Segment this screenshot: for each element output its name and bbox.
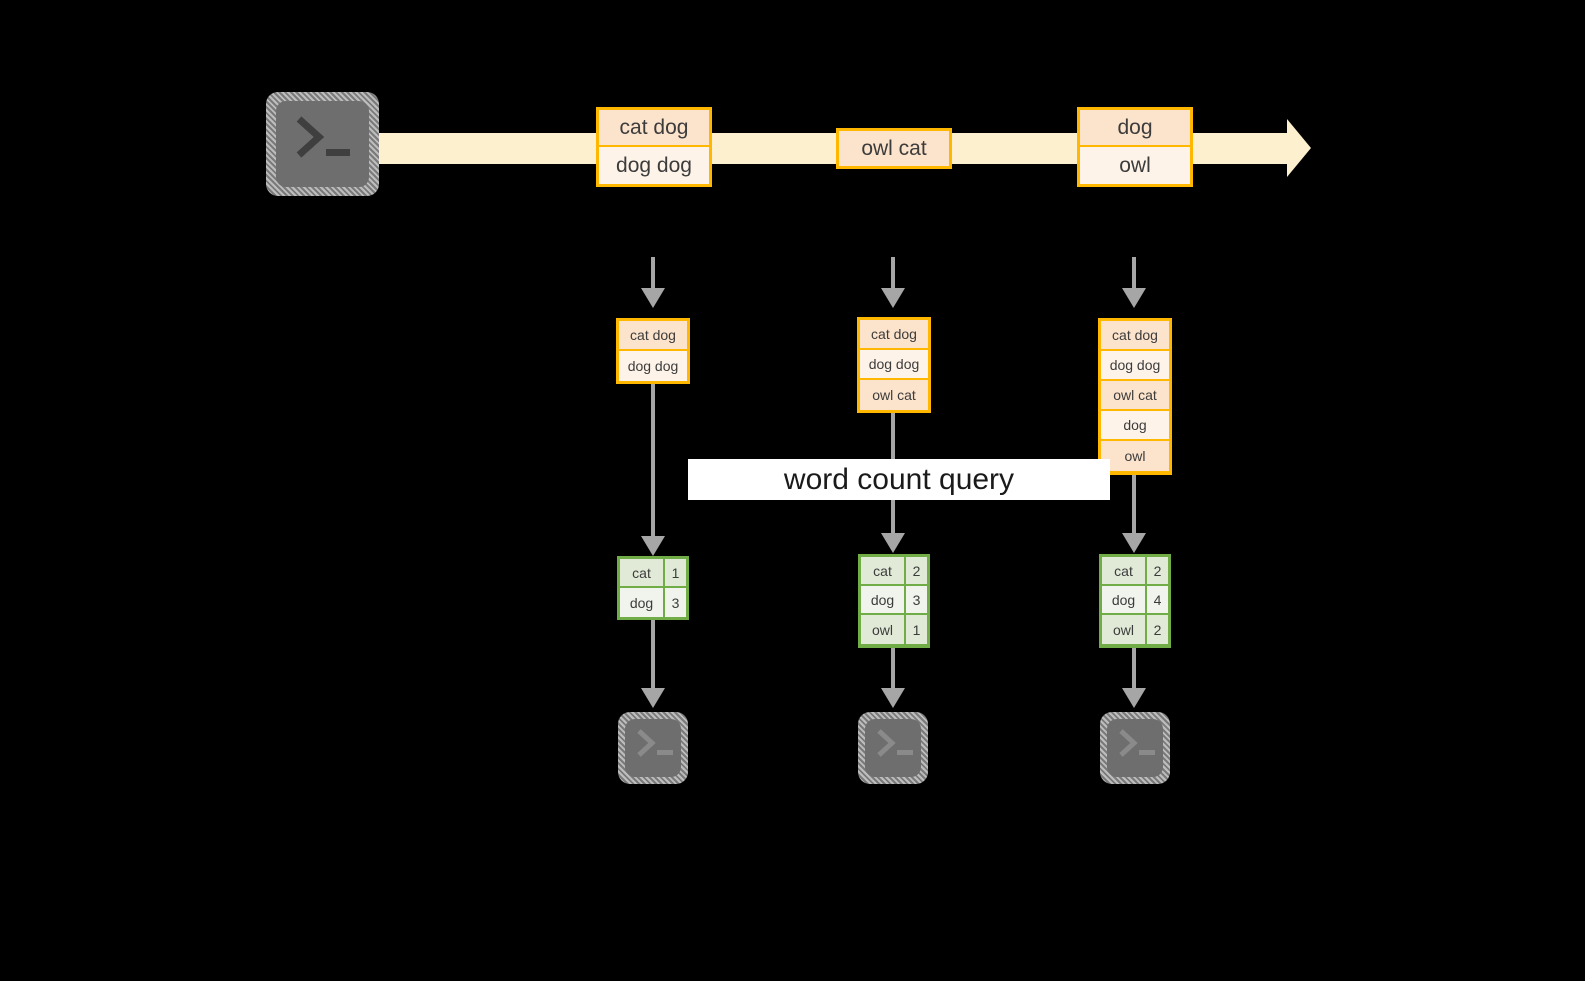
count-cell: 3 — [906, 586, 927, 613]
table-row: dog 3 — [620, 588, 686, 617]
message-line: owl — [1080, 147, 1190, 184]
snapshot-2-count-table: cat 2 dog 3 owl 1 — [858, 554, 930, 648]
snapshot-2-consumer-terminal-icon — [858, 712, 928, 784]
word-cell: cat — [1102, 557, 1147, 584]
snapshot-3-query-arrowhead — [1122, 533, 1146, 553]
table-row: owl 2 — [1102, 615, 1168, 644]
snapshot-1-count-table: cat 1 dog 3 — [617, 556, 689, 620]
snapshot-3-dashed-connector — [1132, 257, 1136, 289]
word-cell: dog — [1102, 586, 1147, 613]
message-line: owl cat — [839, 131, 949, 166]
snapshot-1-consumer-terminal-icon — [618, 712, 688, 784]
word-cell: cat — [620, 559, 665, 586]
query-label: word count query — [688, 459, 1110, 500]
snapshot-1-query-connector — [651, 384, 655, 538]
message-line: dog — [1080, 110, 1190, 147]
snapshot-3-consumer-terminal-icon — [1100, 712, 1170, 784]
input-line: cat dog — [860, 320, 928, 350]
count-cell: 2 — [1147, 557, 1168, 584]
word-cell: owl — [861, 615, 906, 644]
icon-face — [625, 719, 681, 777]
snapshot-1-output-connector — [651, 620, 655, 690]
prompt-glyph-icon — [1119, 729, 1155, 757]
input-line: cat dog — [619, 321, 687, 351]
input-line: owl — [1101, 441, 1169, 471]
input-line: owl cat — [1101, 381, 1169, 411]
producer-terminal-icon — [266, 92, 379, 196]
input-line: dog dog — [860, 350, 928, 380]
prompt-glyph-icon — [296, 116, 350, 158]
snapshot-1-dashed-arrowhead — [641, 288, 665, 308]
word-cell: dog — [861, 586, 906, 613]
snapshot-3-query-connector — [1132, 475, 1136, 535]
input-line: cat dog — [1101, 321, 1169, 351]
icon-face — [865, 719, 921, 777]
table-row: cat 1 — [620, 559, 686, 588]
prompt-glyph-icon — [877, 729, 913, 757]
snapshot-1-output-arrowhead — [641, 688, 665, 708]
snapshot-1-query-arrowhead — [641, 536, 665, 556]
stream-message-group-1: cat dog dog dog — [596, 107, 712, 187]
snapshot-2-output-connector — [891, 648, 895, 690]
table-row: owl 1 — [861, 615, 927, 644]
snapshot-2-output-arrowhead — [881, 688, 905, 708]
snapshot-3-dashed-arrowhead — [1122, 288, 1146, 308]
count-cell: 1 — [906, 615, 927, 644]
snapshot-1-dashed-connector — [651, 257, 655, 289]
table-row: dog 3 — [861, 586, 927, 615]
stream-message-group-2: owl cat — [836, 128, 952, 169]
count-cell: 2 — [906, 557, 927, 584]
stream-message-group-3: dog owl — [1077, 107, 1193, 187]
input-line: dog dog — [619, 351, 687, 381]
snapshot-2-query-arrowhead — [881, 533, 905, 553]
table-row: dog 4 — [1102, 586, 1168, 615]
snapshot-2-dashed-arrowhead — [881, 288, 905, 308]
snapshot-3-count-table: cat 2 dog 4 owl 2 — [1099, 554, 1171, 648]
table-row: cat 2 — [1102, 557, 1168, 586]
word-cell: cat — [861, 557, 906, 584]
snapshot-2-input-box: cat dog dog dog owl cat — [857, 317, 931, 413]
snapshot-3-output-connector — [1132, 648, 1136, 690]
message-line: cat dog — [599, 110, 709, 147]
input-line: dog dog — [1101, 351, 1169, 381]
count-cell: 1 — [665, 559, 686, 586]
input-line: dog — [1101, 411, 1169, 441]
count-cell: 3 — [665, 588, 686, 617]
snapshot-2-dashed-connector — [891, 257, 895, 289]
count-cell: 2 — [1147, 615, 1168, 644]
icon-face — [276, 101, 369, 187]
snapshot-1-input-box: cat dog dog dog — [616, 318, 690, 384]
table-row: cat 2 — [861, 557, 927, 586]
snapshot-3-input-box: cat dog dog dog owl cat dog owl — [1098, 318, 1172, 475]
word-cell: owl — [1102, 615, 1147, 644]
prompt-glyph-icon — [637, 729, 673, 757]
icon-face — [1107, 719, 1163, 777]
message-line: dog dog — [599, 147, 709, 184]
input-line: owl cat — [860, 380, 928, 410]
word-cell: dog — [620, 588, 665, 617]
snapshot-3-output-arrowhead — [1122, 688, 1146, 708]
stream-arrow-head — [1287, 119, 1311, 177]
count-cell: 4 — [1147, 586, 1168, 613]
